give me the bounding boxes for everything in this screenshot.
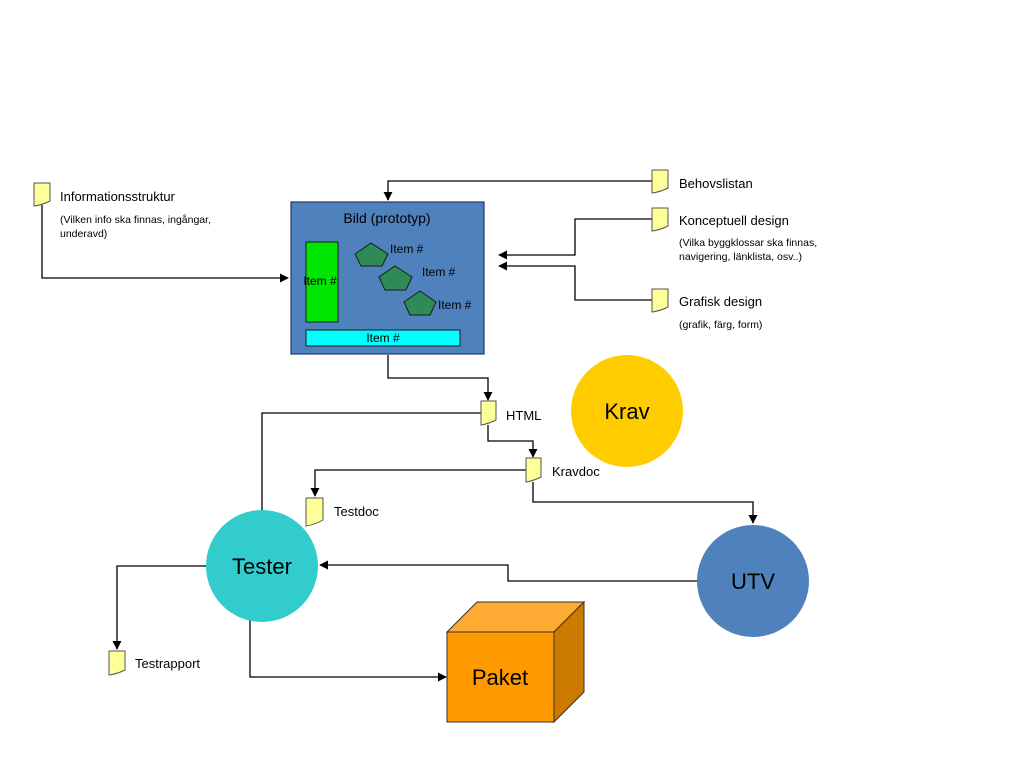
document-informationsstruktur: Informationsstruktur (Vilken info ska fi… xyxy=(33,182,211,240)
document-icon xyxy=(651,288,669,313)
edge-prototype-to-html xyxy=(387,355,493,401)
connectors xyxy=(41,180,758,682)
pentagon-shape xyxy=(403,290,437,316)
prototype-box: Bild (prototyp) Item # Item # Item # Ite… xyxy=(290,201,485,355)
document-icon xyxy=(651,207,669,232)
prototype-item-label: Item # xyxy=(390,242,424,256)
node-tester: Tester xyxy=(206,510,318,622)
prototype-item-label: Item # xyxy=(366,331,400,345)
pentagon-shape xyxy=(378,265,413,291)
edge-utv-to-tester xyxy=(319,560,697,582)
document-testdoc: Testdoc xyxy=(305,497,379,527)
prototype-item-label: Item # xyxy=(303,274,337,288)
node-krav: Krav xyxy=(571,355,683,467)
document-label: Testdoc xyxy=(334,504,379,519)
edge-html-to-kravdoc xyxy=(487,425,538,458)
document-note: (grafik, färg, form) xyxy=(679,319,762,331)
tester-circle xyxy=(206,510,318,622)
document-label: Testrapport xyxy=(135,656,200,671)
document-label: Konceptuell design xyxy=(679,213,789,228)
document-note: navigering, länklista, osv..) xyxy=(679,251,802,263)
krav-circle xyxy=(571,355,683,467)
utv-circle xyxy=(697,525,809,637)
paket-label: Paket xyxy=(472,665,528,690)
document-icon xyxy=(305,497,324,527)
document-note: (Vilken info ska finnas, ingångar, xyxy=(60,214,211,226)
document-icon xyxy=(480,400,497,426)
document-behovslistan: Behovslistan xyxy=(651,169,753,194)
document-label: HTML xyxy=(506,408,541,423)
document-note: (Vilka byggklossar ska finnas, xyxy=(679,237,817,249)
document-html: HTML xyxy=(480,400,541,426)
prototype-title: Bild (prototyp) xyxy=(343,210,430,226)
green-item-bar xyxy=(305,241,339,323)
document-label: Kravdoc xyxy=(552,464,600,479)
document-icon xyxy=(525,457,542,483)
node-utv: UTV xyxy=(697,525,809,637)
krav-label: Krav xyxy=(604,399,649,424)
paket-front-face xyxy=(446,631,555,723)
document-icon xyxy=(108,650,126,676)
pentagon-shape xyxy=(354,242,389,267)
edge-kravdoc-to-testdoc xyxy=(310,469,526,497)
utv-label: UTV xyxy=(731,569,775,594)
edge-tester-to-testrapport xyxy=(112,565,206,650)
cyan-item-bar xyxy=(305,329,461,347)
document-icon xyxy=(651,169,669,194)
edge-tester-to-html xyxy=(261,412,481,510)
edge-behovslistan-to-prototype xyxy=(383,180,652,201)
prototype-item-label: Item # xyxy=(422,265,456,279)
edge-kravdoc-to-utv xyxy=(532,482,758,524)
node-paket: Paket xyxy=(445,600,586,724)
edge-grafisk-to-prototype xyxy=(498,261,652,301)
document-kravdoc: Kravdoc xyxy=(525,457,600,483)
document-testrapport: Testrapport xyxy=(108,650,200,676)
edge-informationsstruktur-to-prototype xyxy=(41,205,289,283)
document-icon xyxy=(33,182,51,207)
document-label: Grafisk design xyxy=(679,294,762,309)
tester-label: Tester xyxy=(232,554,292,579)
edge-tester-to-paket xyxy=(249,620,447,682)
document-label: Behovslistan xyxy=(679,176,753,191)
document-konceptuell-design: Konceptuell design (Vilka byggklossar sk… xyxy=(651,207,817,263)
document-label: Informationsstruktur xyxy=(60,189,176,204)
document-note: underavd) xyxy=(60,228,107,240)
edge-konceptuell-to-prototype xyxy=(498,218,652,260)
document-grafisk-design: Grafisk design (grafik, färg, form) xyxy=(651,288,762,331)
prototype-item-label: Item # xyxy=(438,298,472,312)
